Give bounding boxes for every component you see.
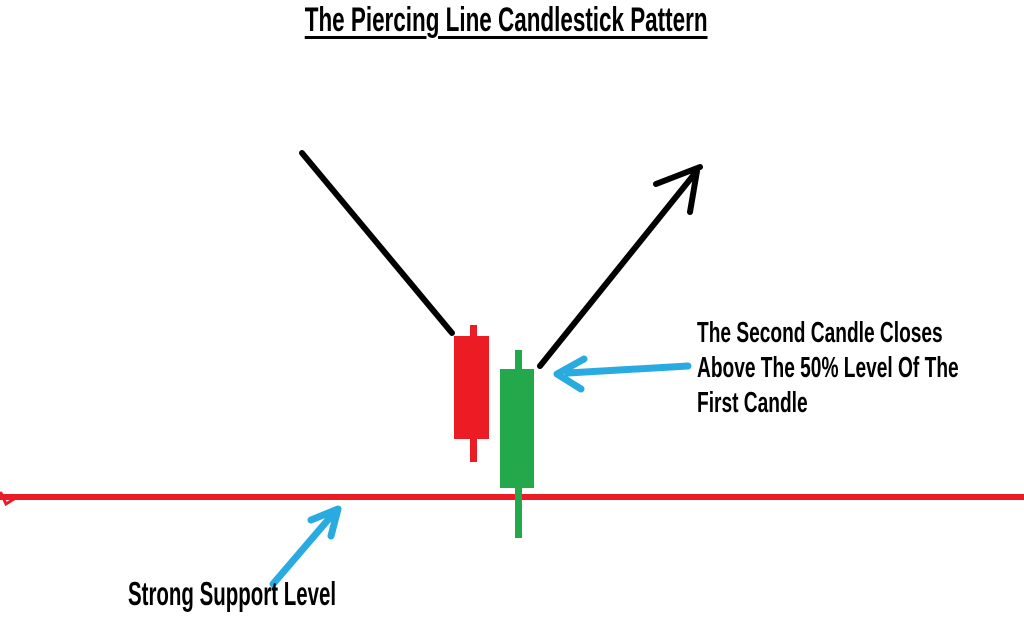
second-candle-note: The Second Candle Closes Above The 50% L… — [697, 316, 959, 421]
second-candle-note-line-1: The Second Candle Closes — [697, 317, 943, 349]
second-candle-upper-wick — [515, 350, 522, 372]
support-line-left-tick — [0, 491, 16, 507]
downtrend-line — [299, 150, 455, 336]
support-note: Strong Support Level — [128, 575, 337, 612]
second-candle-note-line-2: Above The 50% Level Of The — [697, 352, 959, 384]
first-candle-bearish — [454, 325, 489, 462]
page-title-text: The Piercing Line Candlestick Pattern — [304, 1, 708, 39]
page-title: The Piercing Line Candlestick Pattern — [0, 3, 1012, 37]
second-candle-lower-wick — [515, 487, 522, 538]
second-candle-note-line-3: First Candle — [697, 387, 808, 419]
first-candle-body — [454, 336, 489, 439]
uptrend-arrow — [537, 164, 703, 369]
first-candle-upper-wick — [470, 325, 477, 339]
note-arrow-left — [553, 355, 692, 393]
second-candle-bullish — [500, 350, 534, 538]
second-candle-body — [500, 369, 534, 488]
note-arrow-up — [269, 505, 342, 588]
first-candle-lower-wick — [470, 437, 477, 462]
support-line — [0, 494, 1024, 500]
